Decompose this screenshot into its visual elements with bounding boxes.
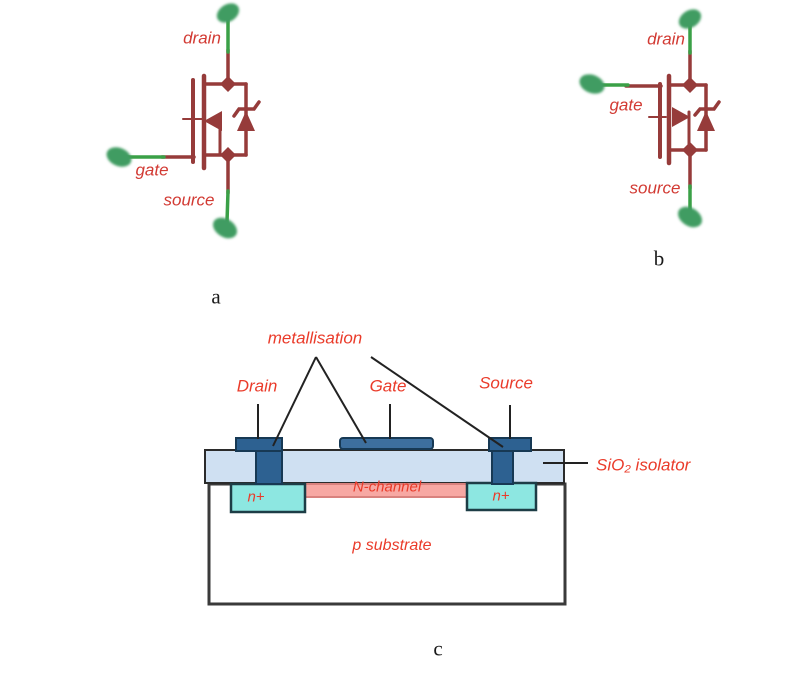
label-drain-c: Drain [236, 376, 278, 396]
gate-metallisation-bar [339, 437, 434, 450]
gate-terminal-b [579, 74, 605, 94]
metallisation-pointer-left [272, 356, 317, 447]
label-p-substrate: p substrate [352, 537, 432, 554]
label-sio2-isolator: SiO₂ isolator [596, 455, 691, 475]
gate-terminal-a [106, 147, 132, 167]
metallisation-pointer-middle [315, 356, 367, 444]
label-source-b: source [629, 178, 681, 198]
label-source-c: Source [479, 373, 533, 393]
label-n-plus-left: n+ [247, 488, 265, 506]
drain-contact-plug [255, 447, 283, 485]
node-top-b [682, 77, 698, 93]
source-stem-a [225, 189, 230, 224]
source-terminal-b [677, 206, 703, 228]
diode-anode-a [237, 111, 255, 131]
body-arrow-a [204, 111, 222, 131]
drain-terminal-b [678, 9, 702, 29]
panel-letter-b: b [653, 246, 665, 271]
label-gate-a: gate [135, 160, 169, 180]
label-drain-a: drain [183, 28, 221, 48]
label-gate-c: Gate [369, 376, 407, 396]
node-bottom-a [220, 147, 236, 163]
n-plus-left-rect [229, 482, 307, 514]
diode-anode-b [697, 111, 715, 131]
label-metallisation: metallisation [267, 328, 363, 348]
diode-cathode-b [693, 100, 721, 117]
body-arrow-b [672, 107, 690, 127]
node-top-a [220, 76, 236, 92]
label-n-channel: N-channel [352, 478, 422, 496]
drain-terminal-a [216, 3, 240, 23]
label-source-a: source [163, 190, 215, 210]
source-contact-cap [488, 437, 532, 452]
panel-letter-a: a [211, 284, 221, 309]
label-drain-b: drain [647, 29, 685, 49]
panel-letter-c: c [433, 636, 443, 661]
label-gate-b: gate [609, 95, 643, 115]
source-contact-plug [491, 447, 514, 485]
metallisation-pointer-right [370, 356, 504, 448]
label-n-plus-right: n+ [492, 487, 510, 505]
diode-cathode-a [232, 100, 261, 118]
source-terminal-a [212, 217, 238, 239]
node-bottom-b [682, 142, 698, 158]
